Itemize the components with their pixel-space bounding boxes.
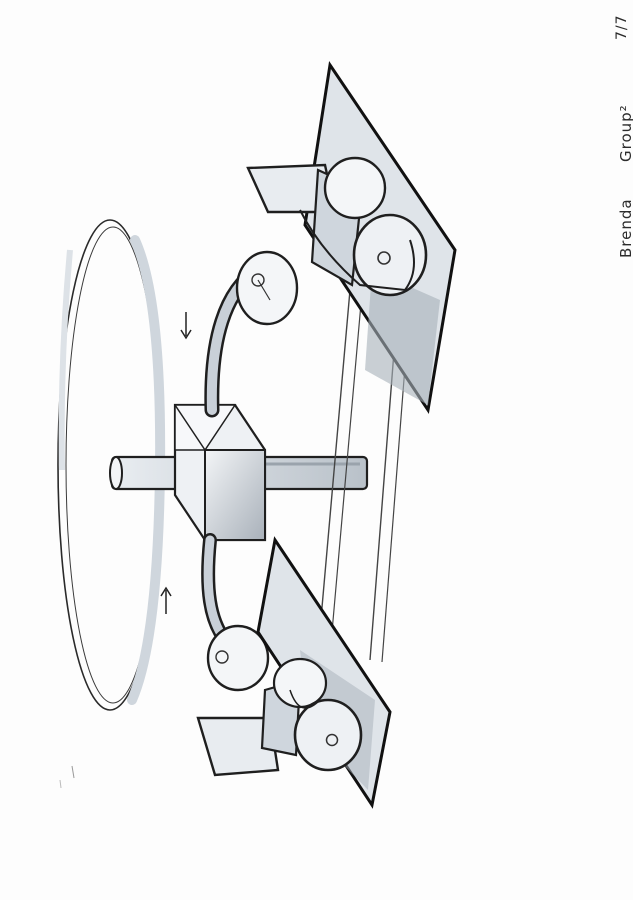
hub-block [173, 403, 267, 542]
upper-assembly [246, 156, 428, 297]
lower-arm [201, 533, 270, 692]
page-number: 7/7 [614, 14, 630, 40]
group-label: Group² [617, 104, 633, 162]
upper-arm [204, 250, 299, 418]
stray-marks [59, 765, 75, 789]
arrow-down-icon [180, 312, 192, 340]
arrow-up-icon [160, 586, 172, 614]
author-label: Brenda [617, 198, 633, 258]
lower-assembly [196, 657, 363, 777]
